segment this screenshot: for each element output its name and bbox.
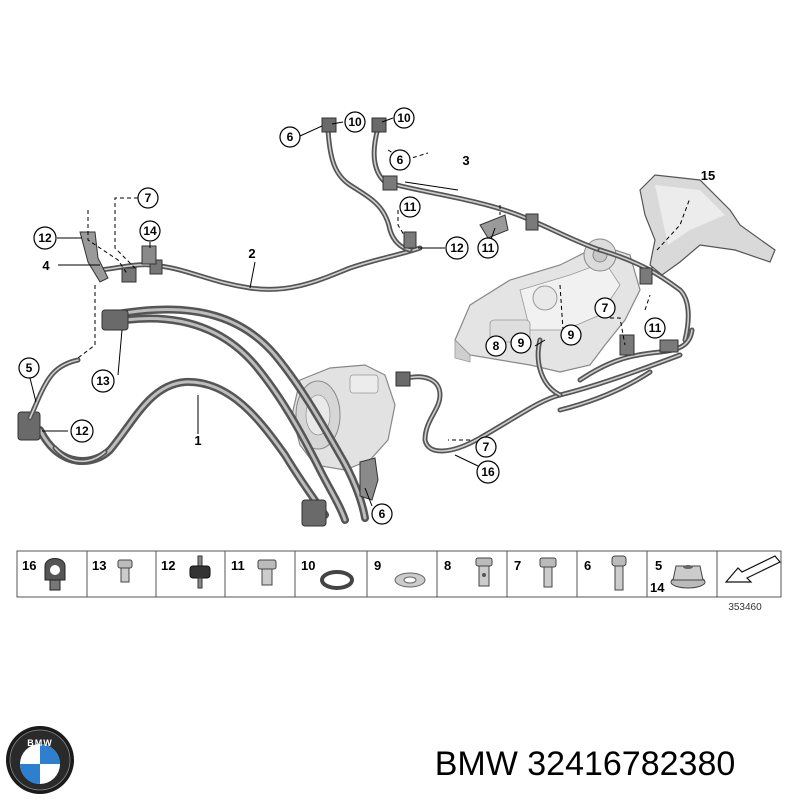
hose-clamp-icon <box>44 558 66 591</box>
svg-text:7: 7 <box>602 301 609 315</box>
seal-washer-icon <box>394 572 426 588</box>
o-ring-icon <box>320 570 354 590</box>
leader-lines <box>29 117 691 507</box>
svg-text:9: 9 <box>518 336 525 350</box>
label-4: 4 <box>42 258 50 273</box>
callout-11-b: 11 <box>477 237 499 259</box>
legend-num-11: 11 <box>231 558 245 573</box>
banjo-bolt-icon <box>475 557 493 587</box>
svg-text:11: 11 <box>482 241 495 255</box>
callout-5: 5 <box>18 357 40 379</box>
legend-num-7: 7 <box>514 558 521 573</box>
label-15: 15 <box>701 168 715 183</box>
svg-text:6: 6 <box>397 153 404 167</box>
callout-6-low: 6 <box>371 503 393 525</box>
legend-num-8: 8 <box>444 558 451 573</box>
legend-num-16: 16 <box>22 558 36 573</box>
callout-9-a: 9 <box>510 332 532 354</box>
bolt-icon <box>117 559 133 583</box>
callout-16: 16 <box>476 460 500 484</box>
svg-text:12: 12 <box>450 241 464 255</box>
svg-text:10: 10 <box>397 111 411 125</box>
legend-num-6: 6 <box>584 558 591 573</box>
svg-text:6: 6 <box>287 130 294 144</box>
callout-12-low: 12 <box>70 419 94 443</box>
bmw-logo-text: BMW <box>27 738 53 748</box>
callout-7-low: 7 <box>475 436 497 458</box>
legend-num-13: 13 <box>92 558 106 573</box>
flange-nut-icon <box>670 565 706 589</box>
callout-7-right: 7 <box>594 297 616 319</box>
svg-text:16: 16 <box>481 465 495 479</box>
label-2: 2 <box>248 246 255 261</box>
label-1: 1 <box>194 433 201 448</box>
callout-9-b: 9 <box>560 324 582 346</box>
callout-12-left: 12 <box>33 226 57 250</box>
callout-8: 8 <box>485 335 507 357</box>
svg-text:6: 6 <box>379 507 386 521</box>
callout-13: 13 <box>91 369 115 393</box>
callout-11-a: 11 <box>399 196 421 218</box>
label-3: 3 <box>462 153 469 168</box>
svg-text:14: 14 <box>143 224 157 238</box>
legend-num-10: 10 <box>301 558 315 573</box>
parts-legend: 16 13 12 11 10 9 8 7 6 5 14 <box>16 550 782 598</box>
callout-7-left: 7 <box>137 187 159 209</box>
callout-6-mid: 6 <box>389 149 411 171</box>
legend-num-5: 5 <box>655 558 662 573</box>
svg-text:8: 8 <box>493 339 500 353</box>
svg-text:5: 5 <box>26 361 33 375</box>
hex-bolt-icon <box>539 557 557 588</box>
rubber-mount-icon <box>189 555 211 589</box>
svg-text:12: 12 <box>38 231 52 245</box>
callout-12-mid: 12 <box>445 236 469 260</box>
svg-text:7: 7 <box>145 191 152 205</box>
socket-bolt-icon <box>611 555 627 591</box>
direction-arrow-icon <box>724 555 781 583</box>
svg-text:10: 10 <box>348 115 362 129</box>
legend-num-14: 14 <box>650 580 665 595</box>
svg-text:9: 9 <box>568 328 575 342</box>
callout-10-a: 10 <box>344 111 366 133</box>
callout-6-top: 6 <box>279 126 301 148</box>
svg-text:12: 12 <box>75 424 89 438</box>
svg-text:11: 11 <box>649 321 662 335</box>
legend-num-12: 12 <box>161 558 175 573</box>
diagram-reference: 353460 <box>728 602 762 613</box>
hex-bolt-icon <box>257 559 277 586</box>
svg-text:11: 11 <box>404 200 417 214</box>
legend-num-9: 9 <box>374 558 381 573</box>
callout-11-right: 11 <box>644 317 666 339</box>
callout-14-left: 14 <box>139 220 161 242</box>
svg-text:13: 13 <box>96 374 110 388</box>
callout-10-b: 10 <box>393 107 415 129</box>
svg-text:7: 7 <box>483 440 490 454</box>
part-caption: BMW 32416782380 <box>435 745 736 783</box>
bmw-roundel-icon: BMW <box>6 726 74 794</box>
